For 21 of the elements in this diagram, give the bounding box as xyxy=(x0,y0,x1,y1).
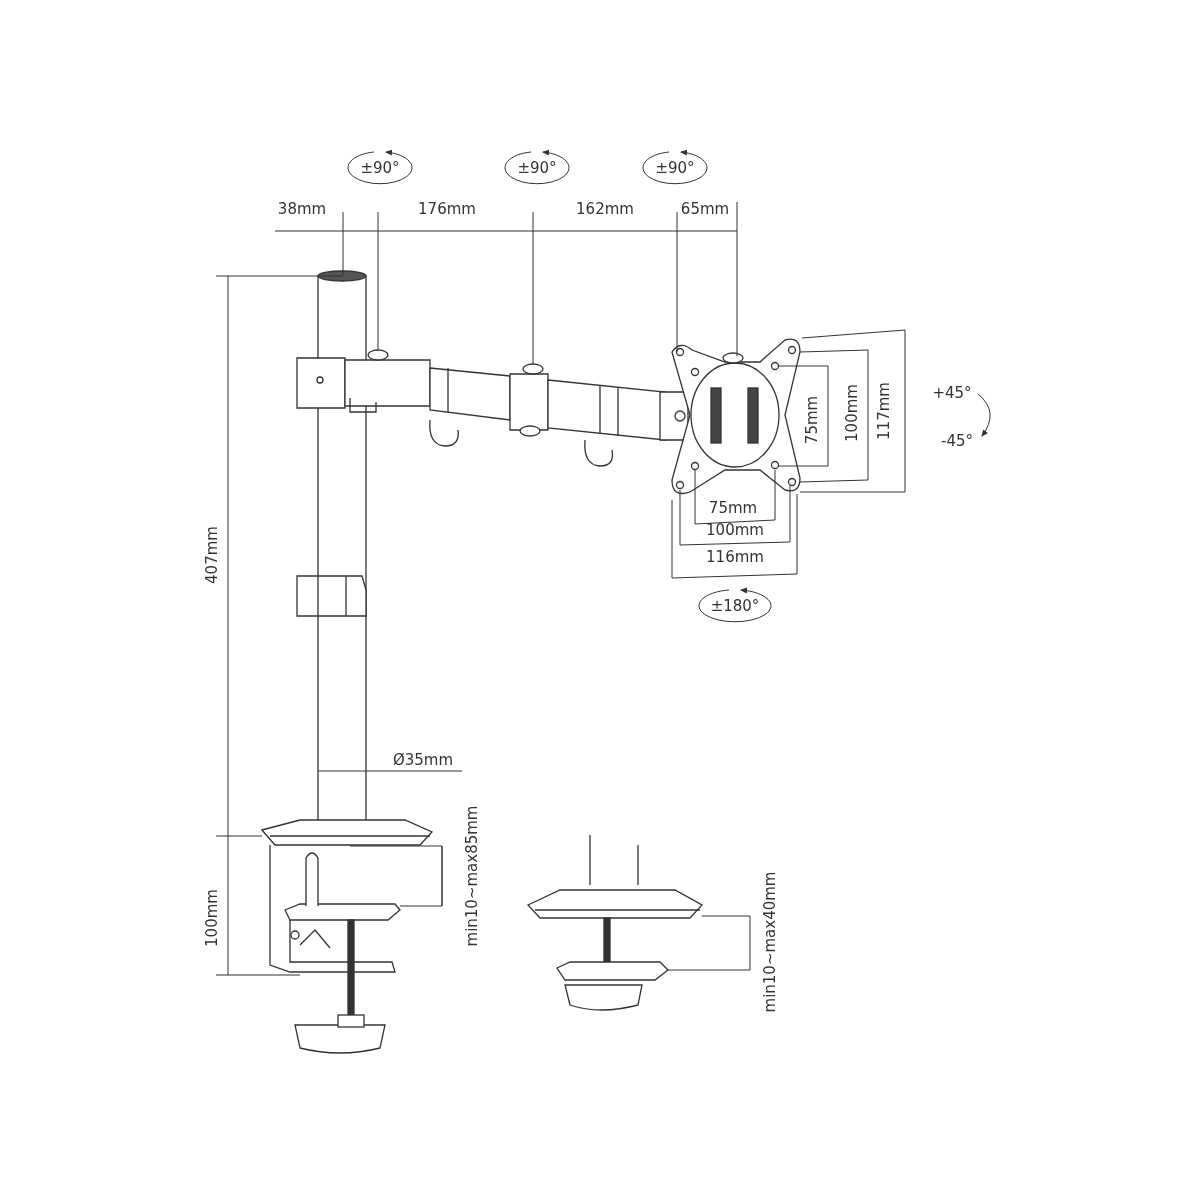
dimension-label: 65mm xyxy=(680,201,730,217)
dimension-label: 117mm xyxy=(876,382,892,440)
rotation-angle: ±90° xyxy=(517,160,557,176)
dimension-label: 407mm xyxy=(204,526,220,584)
rotation-angle: +45° xyxy=(932,385,972,401)
dimension-label: 176mm xyxy=(418,201,476,217)
rotation-angle: ±90° xyxy=(655,160,695,176)
dimension-label: min10~max40mm xyxy=(762,871,778,1013)
dimension-label: 100mm xyxy=(844,384,860,442)
rotation-angle: ±180° xyxy=(710,598,760,614)
dimension-label: 75mm xyxy=(708,500,758,516)
rotation-angle: ±90° xyxy=(360,160,400,176)
dimension-label: 38mm xyxy=(277,201,327,217)
dimension-label: 162mm xyxy=(576,201,634,217)
dimension-label: Ø35mm xyxy=(392,752,454,768)
dimension-label: 116mm xyxy=(706,549,764,565)
rotation-angle: -45° xyxy=(941,433,973,449)
dimension-label: 75mm xyxy=(804,395,820,445)
dimension-label: min10~max85mm xyxy=(464,805,480,947)
dimension-label: 100mm xyxy=(706,522,764,538)
dimension-label: 100mm xyxy=(204,889,220,947)
